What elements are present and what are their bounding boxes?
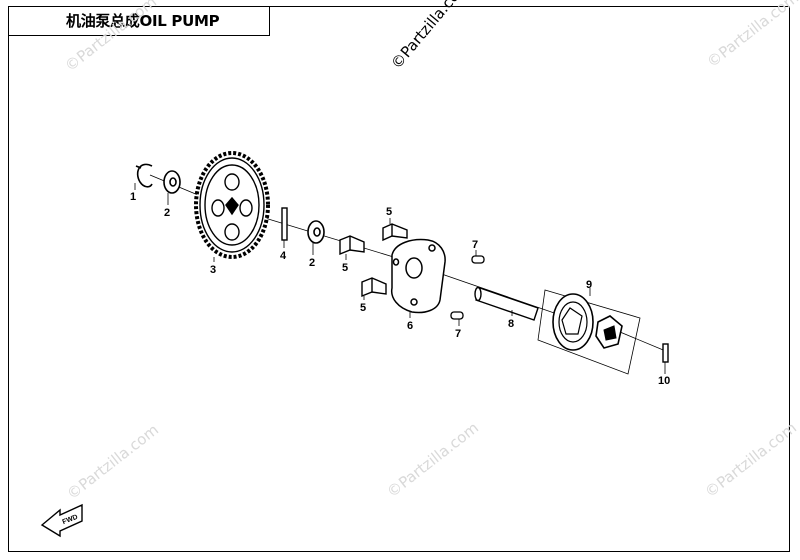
callout-7-upper: 7 — [472, 239, 478, 251]
callout-5-lower: 5 — [360, 302, 366, 314]
callout-8: 8 — [508, 318, 514, 330]
callout-2-left: 2 — [164, 207, 170, 219]
part-washer-right — [307, 220, 325, 244]
title-box: 机油泵总成OIL PUMP — [8, 6, 270, 36]
part-circlip — [135, 163, 153, 188]
watermark-bottom-left: ©Partzilla.com — [63, 421, 162, 504]
callout-4: 4 — [280, 250, 287, 262]
watermark-top-center: ©Partzilla.com — [387, 0, 472, 73]
part-pump-shaft — [474, 286, 539, 321]
part-dowel-upper — [471, 255, 485, 264]
part-drive-gear — [194, 151, 270, 259]
watermark-bottom-right: ©Partzilla.com — [701, 419, 800, 502]
callout-leaders — [134, 183, 666, 374]
fwd-arrow-icon: FWD — [40, 503, 83, 538]
callout-1: 1 — [130, 191, 136, 203]
part-pump-cover — [390, 238, 446, 314]
part-bolt-lower — [361, 277, 387, 298]
callout-3: 3 — [210, 264, 216, 276]
diagram-frame — [8, 6, 790, 552]
watermark-top-left: ©Partzilla.com — [61, 0, 160, 75]
callout-10: 10 — [658, 375, 670, 387]
part-pin — [281, 207, 288, 241]
part-rotor-set — [537, 289, 641, 375]
watermark-top-right: ©Partzilla.com — [703, 0, 800, 71]
part-bolt-middle — [339, 235, 365, 256]
part-pin-small — [662, 343, 669, 363]
part-bolt-upper — [382, 223, 408, 242]
diagram-title: 机油泵总成OIL PUMP — [66, 12, 220, 30]
watermark-bottom-center: ©Partzilla.com — [383, 419, 482, 502]
part-washer-left — [163, 170, 181, 194]
callout-6: 6 — [407, 320, 413, 332]
callout-2-right: 2 — [309, 257, 315, 269]
callout-5-middle: 5 — [342, 262, 348, 274]
part-dowel-lower — [450, 311, 464, 320]
callout-numbers: 1 2 3 4 2 5 5 5 6 7 7 8 9 10 — [130, 191, 670, 387]
callout-5-upper: 5 — [386, 206, 392, 218]
callout-7-lower: 7 — [455, 328, 461, 340]
callout-9: 9 — [586, 279, 592, 291]
